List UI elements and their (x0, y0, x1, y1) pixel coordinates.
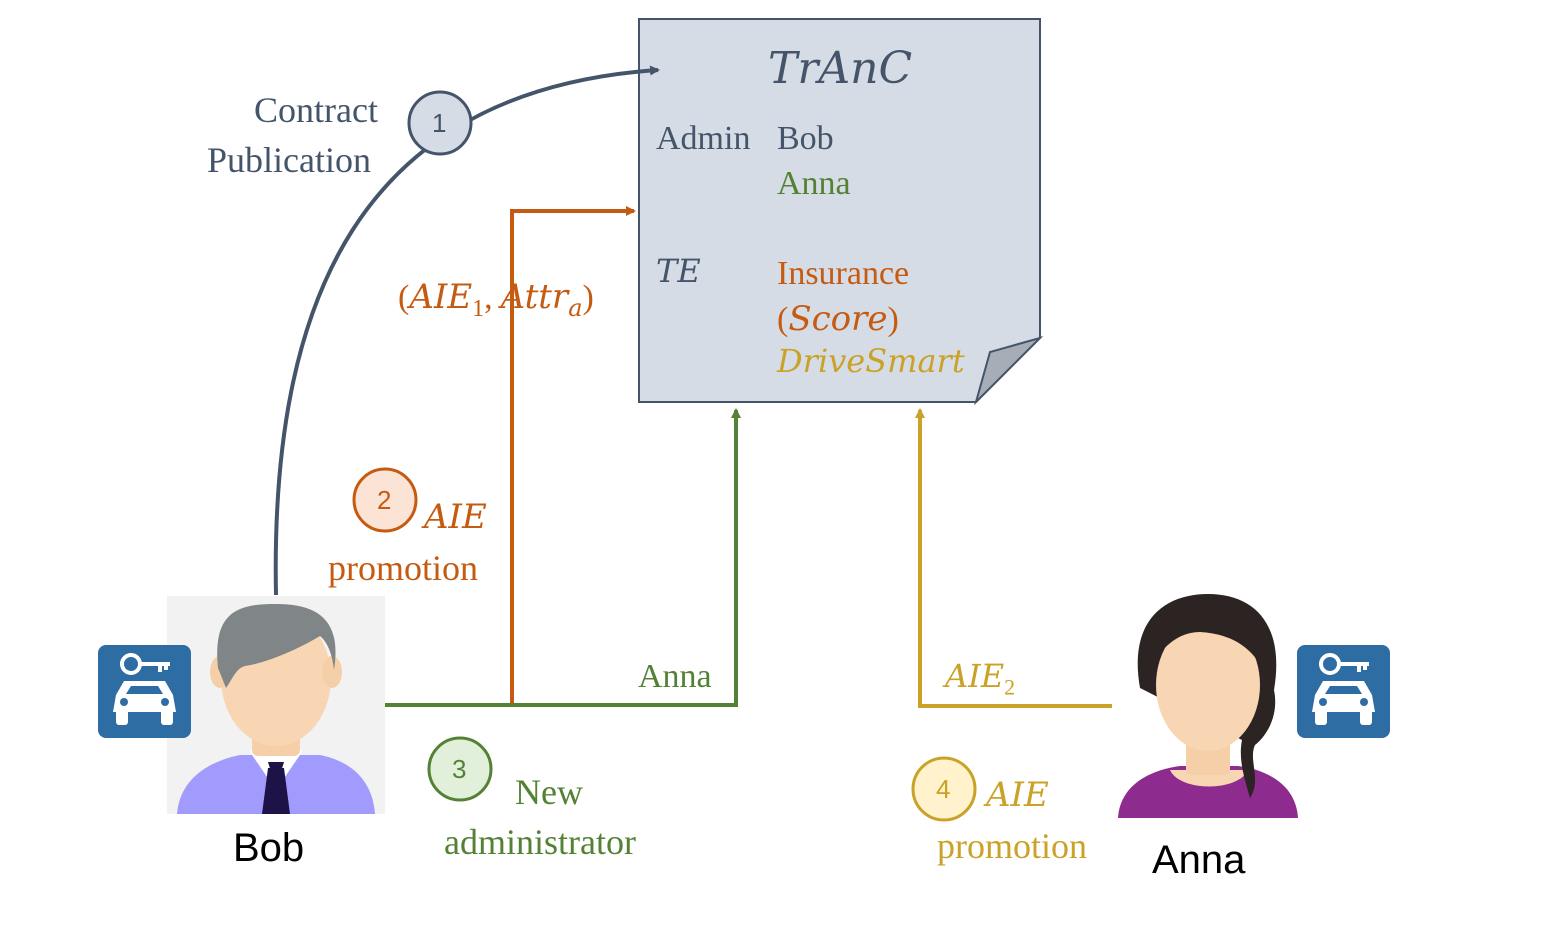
step-circle-4 (911, 756, 977, 822)
anna-name: Anna (1152, 838, 1246, 882)
te-drivesmart: DriveSmart (777, 342, 965, 380)
paren-open: ( (398, 279, 410, 316)
bob-avatar (167, 596, 385, 814)
orange-edge-label: (AIE1,Attra) (398, 280, 594, 321)
te-score: (Score) (777, 302, 899, 337)
step-circle-1 (407, 90, 473, 156)
aie-symbol: AIE (409, 277, 473, 317)
aie-promotion-arrow-bob (510, 206, 636, 705)
car-key-icon (98, 645, 191, 738)
step-3-line-2: administrator (444, 822, 636, 862)
page-curl (974, 336, 1044, 406)
gold-edge-label: AIE2 (945, 660, 1015, 698)
te-label: TE (656, 252, 701, 290)
step-1-line-1: Contract (254, 90, 378, 130)
paren-close: ) (582, 279, 594, 316)
aie-symbol: AIE (945, 657, 1005, 695)
aie-promotion-arrow-anna (915, 408, 1112, 708)
car-key-icon (1297, 645, 1390, 738)
aie-subscript: 1 (472, 295, 485, 322)
step-circle-3 (427, 736, 493, 802)
te-score-close: ) (887, 301, 899, 338)
admin-bob: Bob (777, 120, 834, 157)
bob-name: Bob (233, 826, 305, 870)
te-score-open: ( (777, 301, 789, 338)
step-2-aie: AIE (424, 497, 487, 537)
contract-document (638, 18, 1044, 406)
step-number-2: 2 (377, 485, 392, 515)
step-circle-2 (352, 467, 418, 533)
publication-arrow (273, 65, 660, 596)
new-admin-arrow (384, 408, 741, 707)
te-insurance: Insurance (777, 255, 910, 292)
step-2-text: promotion (328, 548, 478, 588)
aie-subscript: 2 (1004, 674, 1016, 700)
attr-subscript: a (568, 293, 583, 322)
step-number-1: 1 (432, 108, 447, 138)
step-number-3: 3 (452, 754, 467, 784)
step-4-text: promotion (937, 826, 1087, 866)
attr-symbol: Attr (500, 277, 569, 317)
contract-title: TrAnC (768, 43, 913, 94)
step-1-line-2: Publication (207, 140, 371, 180)
step-4-aie: AIE (986, 775, 1049, 815)
anna-avatar (1118, 594, 1298, 818)
admin-label: Admin (656, 120, 751, 157)
green-edge-label: Anna (638, 658, 712, 695)
step-number-4: 4 (936, 774, 951, 804)
admin-anna: Anna (777, 165, 851, 202)
step-3-line-1: New (515, 772, 583, 812)
comma: , (484, 279, 493, 316)
te-score-value: Score (788, 299, 888, 339)
